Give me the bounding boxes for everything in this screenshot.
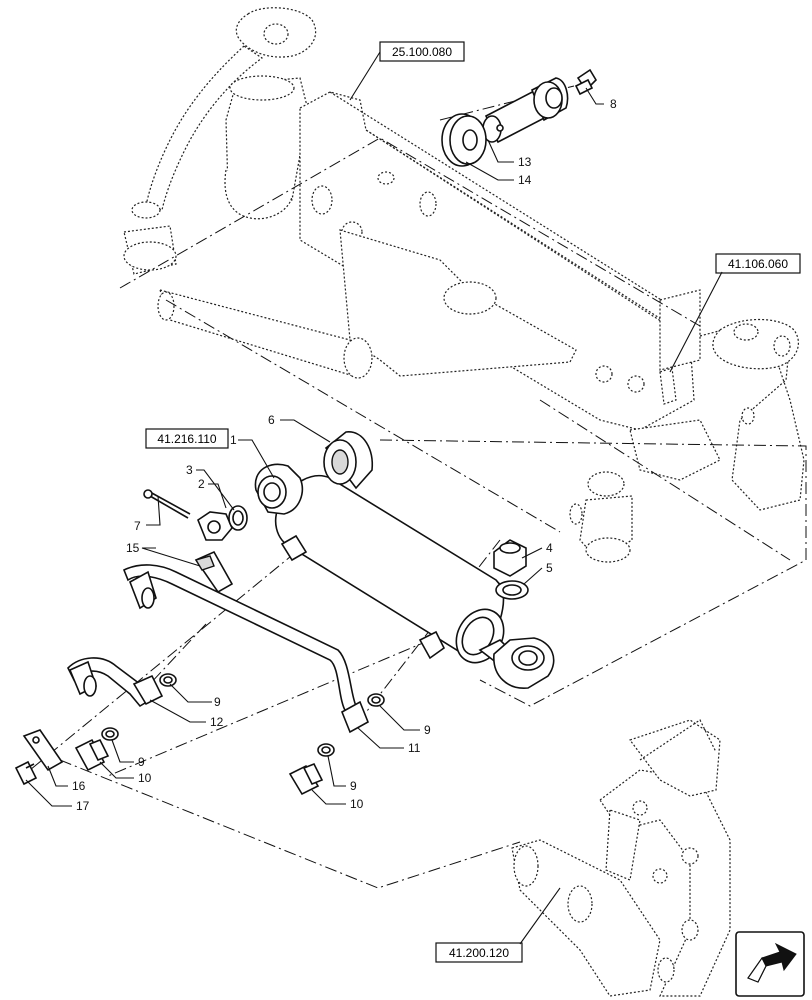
thrust-washer-part-14 — [441, 113, 487, 167]
callout-15: 15 — [126, 541, 140, 555]
front-axle-ghost — [123, 7, 805, 563]
callout-2: 2 — [198, 477, 205, 491]
callout-11: 11 — [408, 741, 421, 755]
callout-13: 13 — [518, 155, 532, 169]
callout-10a: 10 — [138, 771, 152, 785]
callout-labels: 1 2 3 4 5 6 7 8 9 9 9 9 10 10 11 12 13 1… — [72, 97, 617, 813]
hydraulic-line-part-11 — [122, 564, 370, 734]
callout-6: 6 — [268, 413, 275, 427]
grease-fitting-part-8 — [574, 68, 598, 96]
reference-box-bottom-label: 41.200.120 — [449, 946, 509, 960]
o-rings-part-9 — [101, 673, 385, 757]
bolt-part-17 — [14, 760, 38, 786]
reference-box-cylinder-label: 41.216.110 — [157, 432, 216, 446]
reference-box-bottom[interactable]: 41.200.120 — [435, 887, 561, 963]
callout-10b: 10 — [350, 797, 364, 811]
callout-leaders — [25, 87, 604, 807]
cotter-pin-part-7 — [143, 489, 191, 519]
reference-box-cylinder[interactable]: 41.216.110 — [145, 428, 229, 449]
callout-17: 17 — [76, 799, 90, 813]
callout-16: 16 — [72, 779, 86, 793]
callout-9b: 9 — [424, 723, 431, 737]
washer-part-5 — [495, 580, 529, 600]
callout-9c: 9 — [138, 755, 145, 769]
bearing-part-6 — [323, 431, 373, 490]
callout-14: 14 — [518, 173, 532, 187]
reference-box-top-label: 25.100.080 — [392, 45, 452, 59]
next-page-arrow-icon[interactable] — [735, 931, 805, 997]
callout-5: 5 — [546, 561, 553, 575]
pivot-pin-part-13 — [482, 77, 569, 144]
callout-1: 1 — [230, 433, 237, 447]
nut-part-4 — [493, 539, 527, 577]
callout-9d: 9 — [350, 779, 357, 793]
callout-8: 8 — [610, 97, 617, 111]
callout-3: 3 — [186, 463, 193, 477]
banjo-bolts-part-10 — [74, 738, 324, 796]
lock-plate-part-16 — [22, 729, 64, 772]
washer-part-3 — [228, 505, 248, 531]
hydraulic-line-part-12 — [67, 657, 164, 708]
steering-cylinder-part-1 — [254, 463, 555, 689]
reference-box-right-label: 41.106.060 — [728, 257, 788, 271]
callout-7: 7 — [134, 519, 141, 533]
reference-box-top[interactable]: 25.100.080 — [349, 41, 465, 101]
castle-nut-part-2 — [197, 511, 233, 541]
callout-12: 12 — [210, 715, 224, 729]
lock-plate-part-15 — [194, 550, 234, 594]
reference-box-right[interactable]: 41.106.060 — [669, 253, 801, 373]
steering-linkage-ghost — [511, 719, 731, 997]
callout-9a: 9 — [214, 695, 221, 709]
callout-4: 4 — [546, 541, 553, 555]
